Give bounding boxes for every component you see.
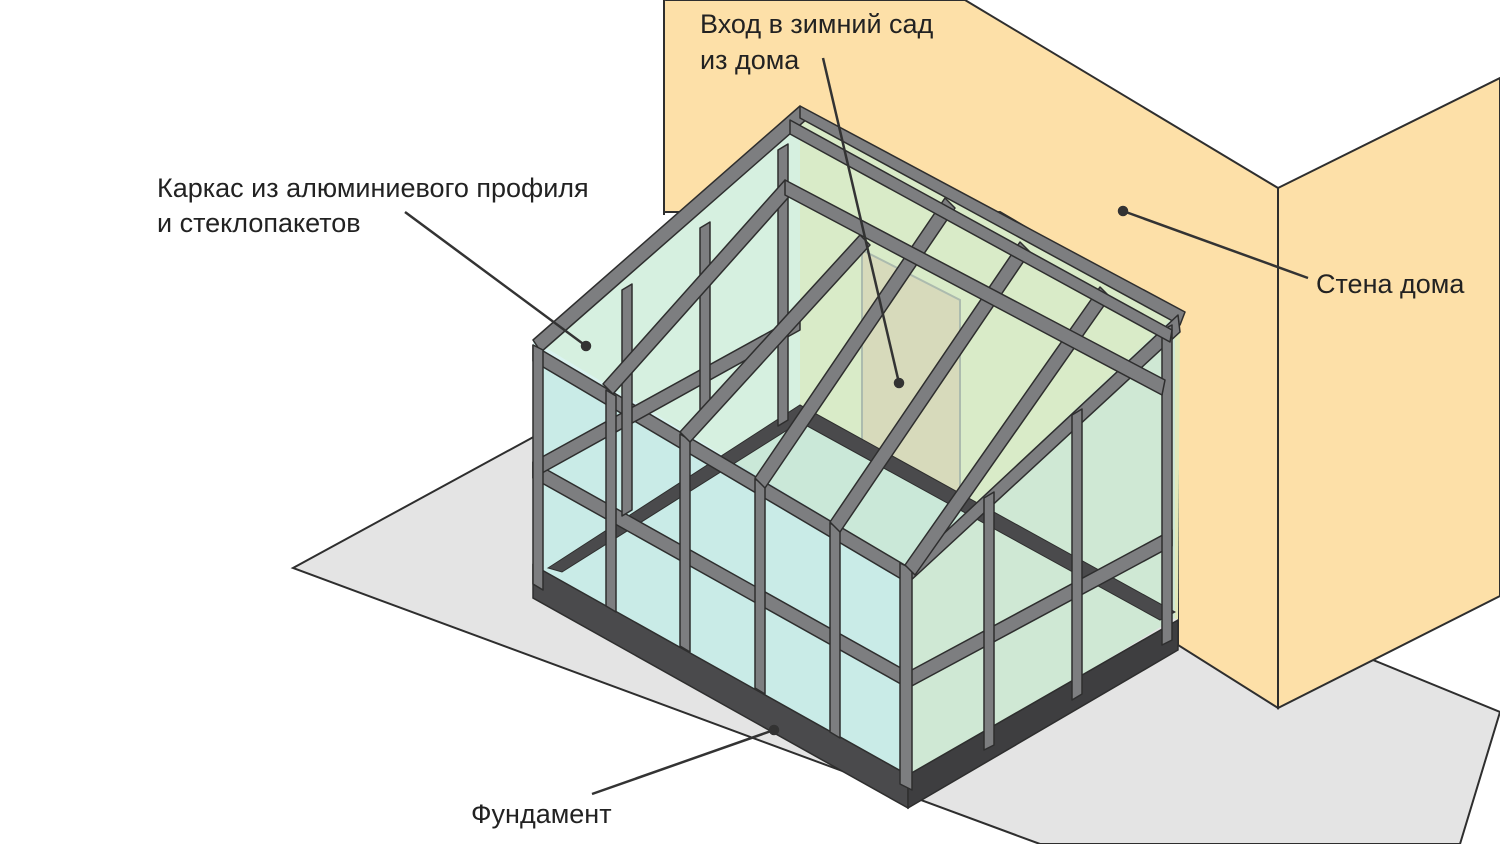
leader-frame-dot bbox=[580, 340, 592, 352]
leader-foundation-dot bbox=[768, 724, 780, 736]
frame-label-line1: Каркас из алюминиевого профиля bbox=[157, 173, 589, 203]
house-wall-side bbox=[1277, 76, 1500, 710]
frame-label-line2: и стеклопакетов bbox=[157, 208, 361, 238]
leader-wall bbox=[1122, 209, 1309, 280]
leader-entrance-dot bbox=[893, 377, 905, 389]
entrance-label-line2: из дома bbox=[700, 45, 800, 75]
leader-lines bbox=[404, 57, 1309, 796]
leader-wall-dot bbox=[1117, 205, 1129, 217]
entrance-label-line1: Вход в зимний сад bbox=[700, 9, 934, 39]
leader-foundation bbox=[591, 728, 775, 796]
foundation-back bbox=[546, 404, 1177, 621]
leader-frame bbox=[404, 210, 587, 348]
leader-entrance bbox=[821, 57, 901, 384]
foundation-right bbox=[907, 618, 1179, 810]
foundation-label: Фундамент bbox=[471, 799, 612, 829]
wall-label: Стена дома bbox=[1316, 269, 1465, 299]
house-wall-left-part bbox=[664, 0, 1000, 212]
aluminium-frame bbox=[532, 105, 1186, 791]
